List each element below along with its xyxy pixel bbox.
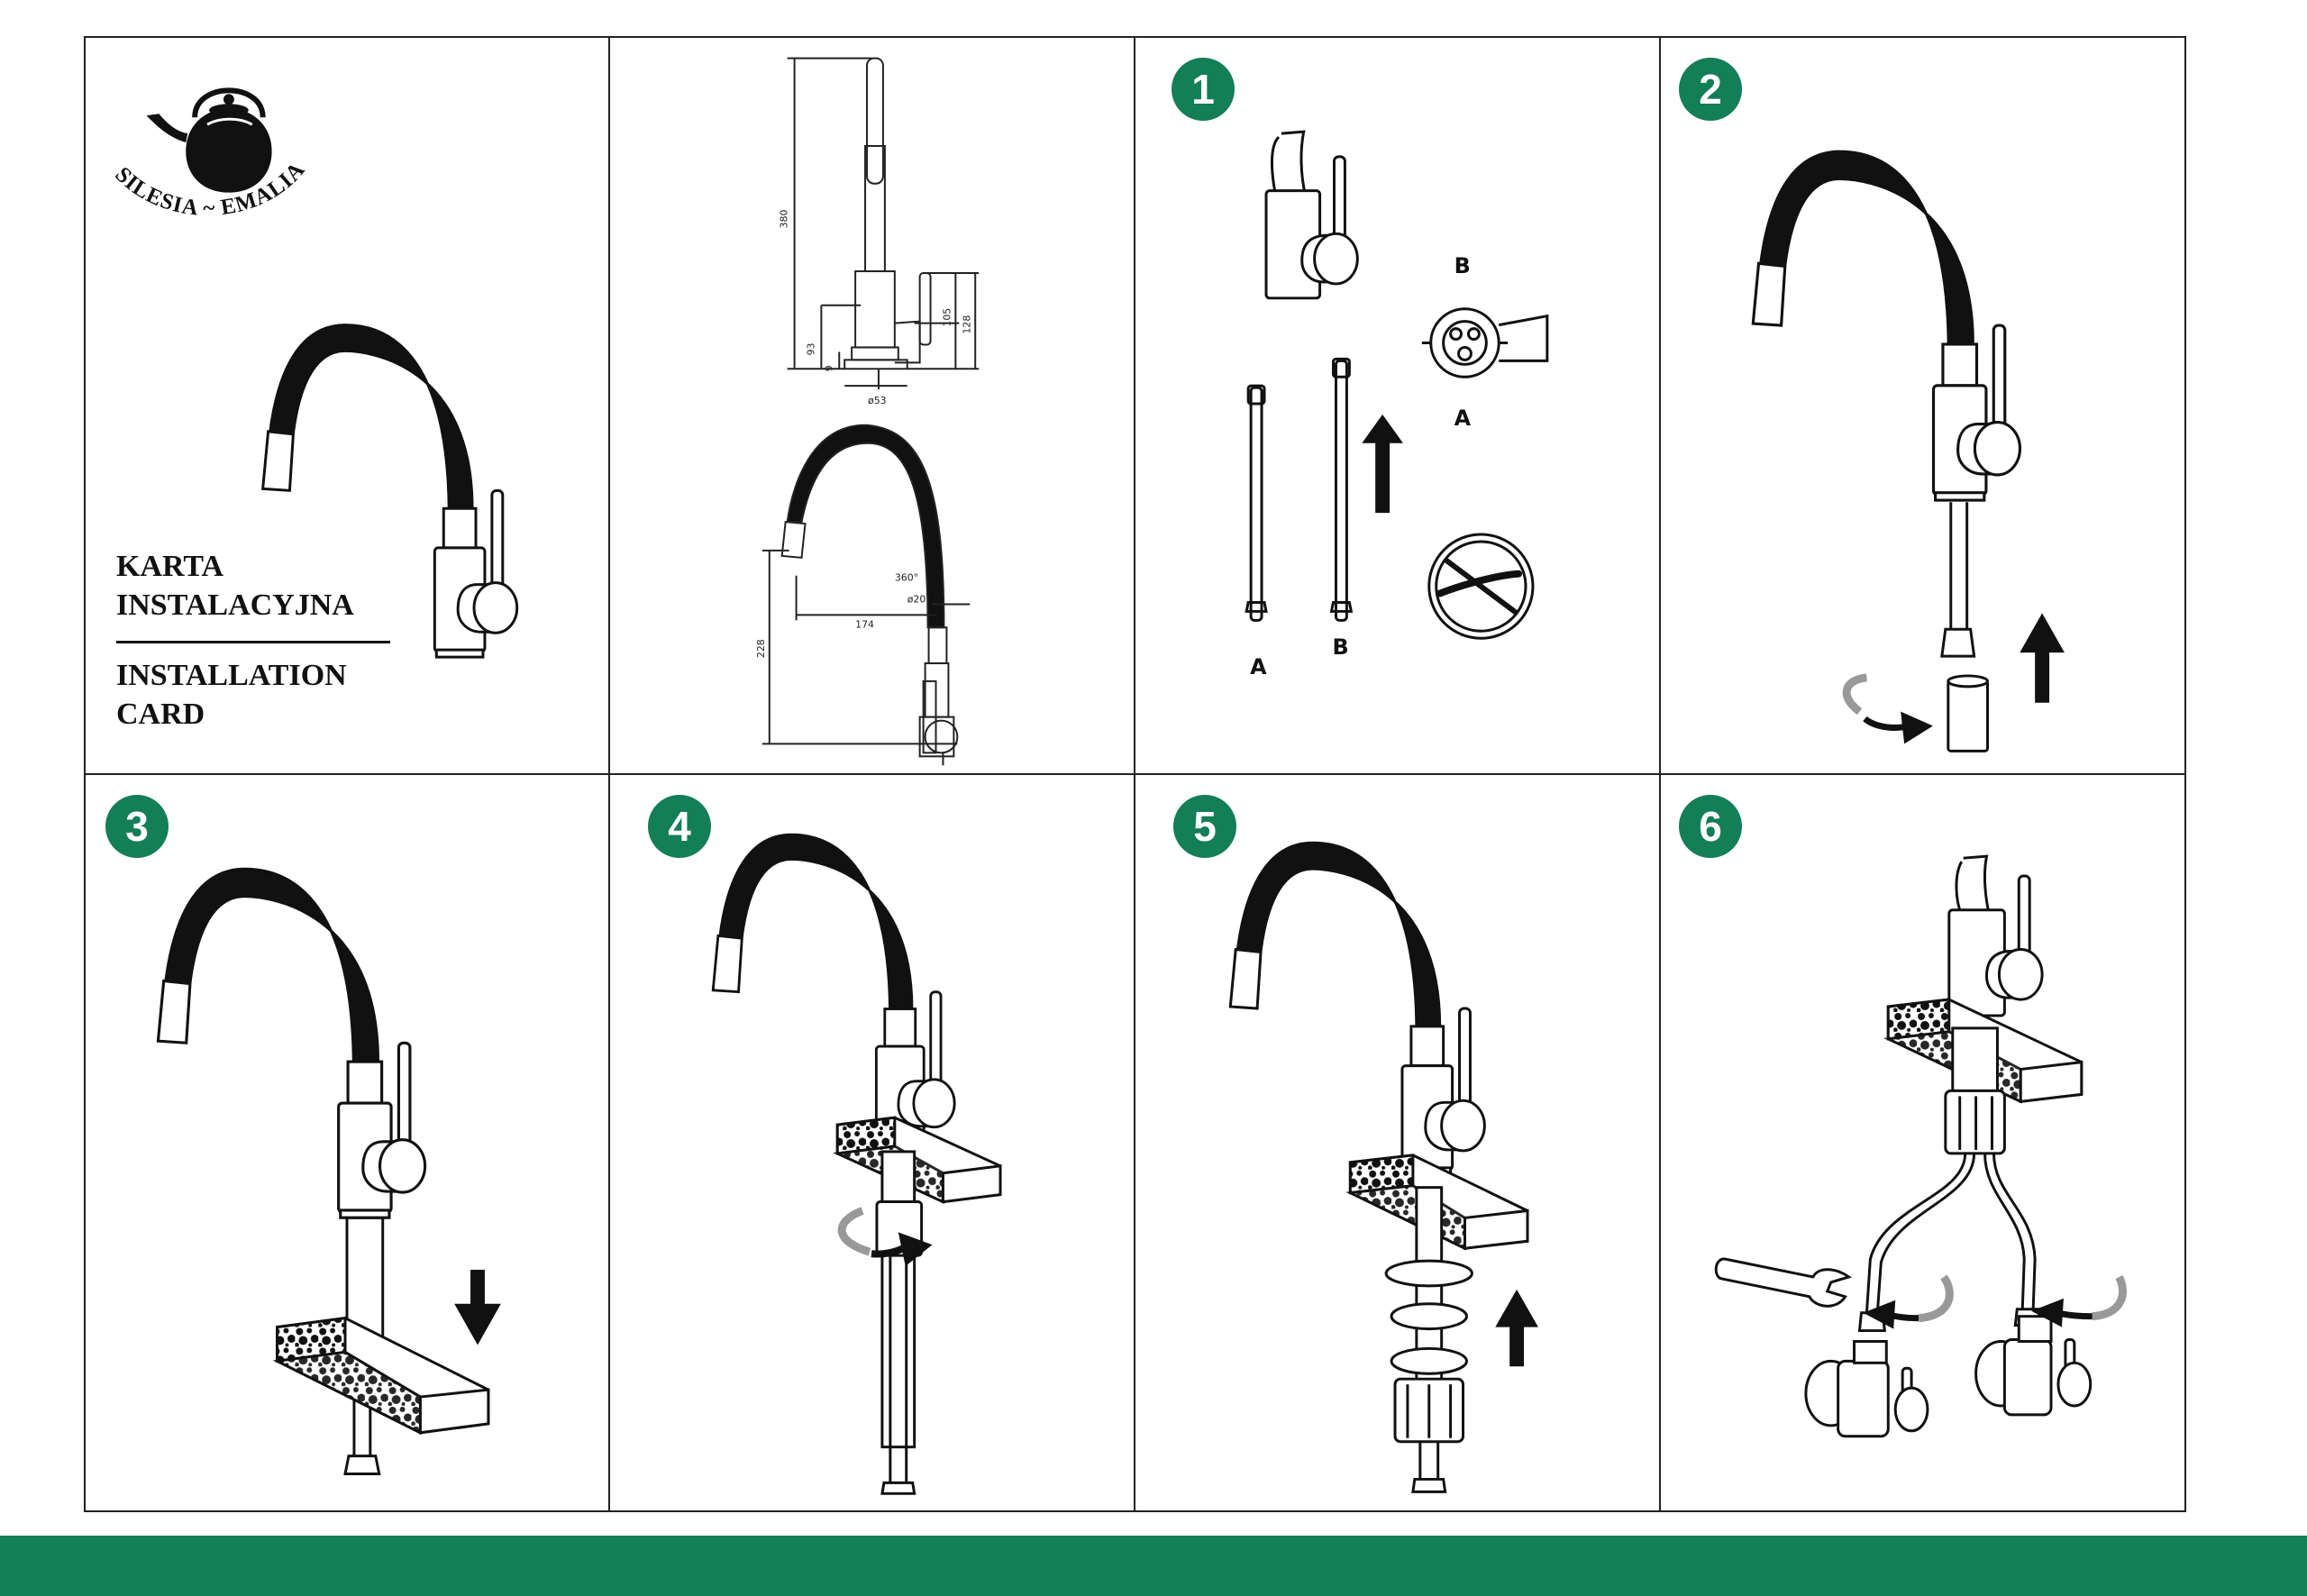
step-4-panel: 4 [608,773,1135,1512]
step-1-panel: B A A B 1 [1134,36,1661,775]
step-6-drawing [1714,854,2127,1438]
footer-band [0,1536,2307,1596]
no-tool-icon [1427,533,1535,640]
rotate-arrow-icon-step6-right [2031,1298,2064,1327]
dim-hose-diameter: ø20 [907,593,926,605]
dim-9: 9 [823,365,834,371]
rotate-arrow-icon-step6-left [1863,1300,1896,1329]
title-divider [116,641,390,643]
countertop-slab-icon-step4 [832,1116,1002,1204]
title-block: KARTA INSTALACYJNA INSTALLATION CARD [116,547,390,734]
rotate-arrow-icon-step4 [898,1232,933,1267]
dim-128: 128 [961,315,972,334]
port-a-label: A [1454,406,1472,431]
dim-380: 380 [779,209,790,228]
supply-hoses-icon [1245,357,1354,622]
step-4-drawing [711,833,1002,1495]
title-line-instalacyjna: INSTALACYJNA [116,588,354,622]
rotate-arrow-icon [1901,711,1933,744]
dim-93: 93 [805,342,816,355]
kettle-logo-icon [146,87,272,193]
mounting-shank-icon-step4 [875,1150,924,1495]
nut-icon [1947,674,1989,752]
title-panel: SILESIA ~ EMALIA KARTA INSTALACYJNA INST… [84,36,610,775]
dim-174: 174 [855,618,874,630]
dimensions-panel: 380 93 9 105 128 ø53 228 360° ø20 174 [608,36,1135,775]
step-2-panel: 2 [1659,36,2186,775]
step-5-badge: 5 [1173,795,1236,858]
arrow-up-icon [1362,414,1403,514]
step-3-panel: 3 [84,773,610,1512]
step-3-drawing [156,867,501,1475]
angle-valve-left-icon [1804,1339,1929,1438]
step-4-badge: 4 [648,795,711,858]
hose-b-label: B [1332,634,1348,660]
arrow-up-icon-step2 [2020,613,2065,703]
step-6-badge: 6 [1679,795,1742,858]
mounting-washers-icon [1384,1186,1473,1493]
step-1-drawing: B A A B [1245,130,1549,679]
arrow-up-icon-step5 [1495,1289,1538,1367]
hose-a-label: A [1250,654,1267,679]
mounting-nut-icon-step6 [1944,1026,2006,1155]
step-5-drawing [1228,841,1538,1493]
arrow-down-icon [454,1270,501,1345]
step-2-drawing [1751,150,2065,752]
title-line-card: CARD [116,698,205,731]
angle-valve-right-icon [1974,1315,2093,1417]
dim-base-diameter: ø53 [868,395,887,406]
faucet-body-icon [1264,130,1359,300]
side-view-drawing [761,424,971,766]
port-b-label: B [1454,253,1471,278]
step-6-panel: 6 [1659,773,2186,1512]
hose-ends-icon [1940,502,1976,658]
dim-rotation: 360° [895,572,918,584]
title-panel-art: SILESIA ~ EMALIA [110,87,519,659]
title-line-karta: KARTA [116,550,224,583]
title-line-installation: INSTALLATION [116,659,347,692]
dim-105: 105 [941,308,953,327]
countertop-slab-icon [272,1316,490,1436]
step-2-badge: 2 [1679,58,1742,121]
port-diagram-icon [1421,307,1549,378]
dim-228: 228 [755,639,767,658]
dimensions-drawing: 380 93 9 105 128 ø53 228 360° ø20 174 [755,57,980,766]
step-5-panel: 5 [1134,773,1661,1512]
front-view-drawing [787,57,980,390]
step-3-badge: 3 [105,795,169,858]
faucet-body-icon-step6 [1947,854,2044,1017]
step-1-badge: 1 [1172,58,1235,121]
wrench-icon [1714,1257,1852,1308]
